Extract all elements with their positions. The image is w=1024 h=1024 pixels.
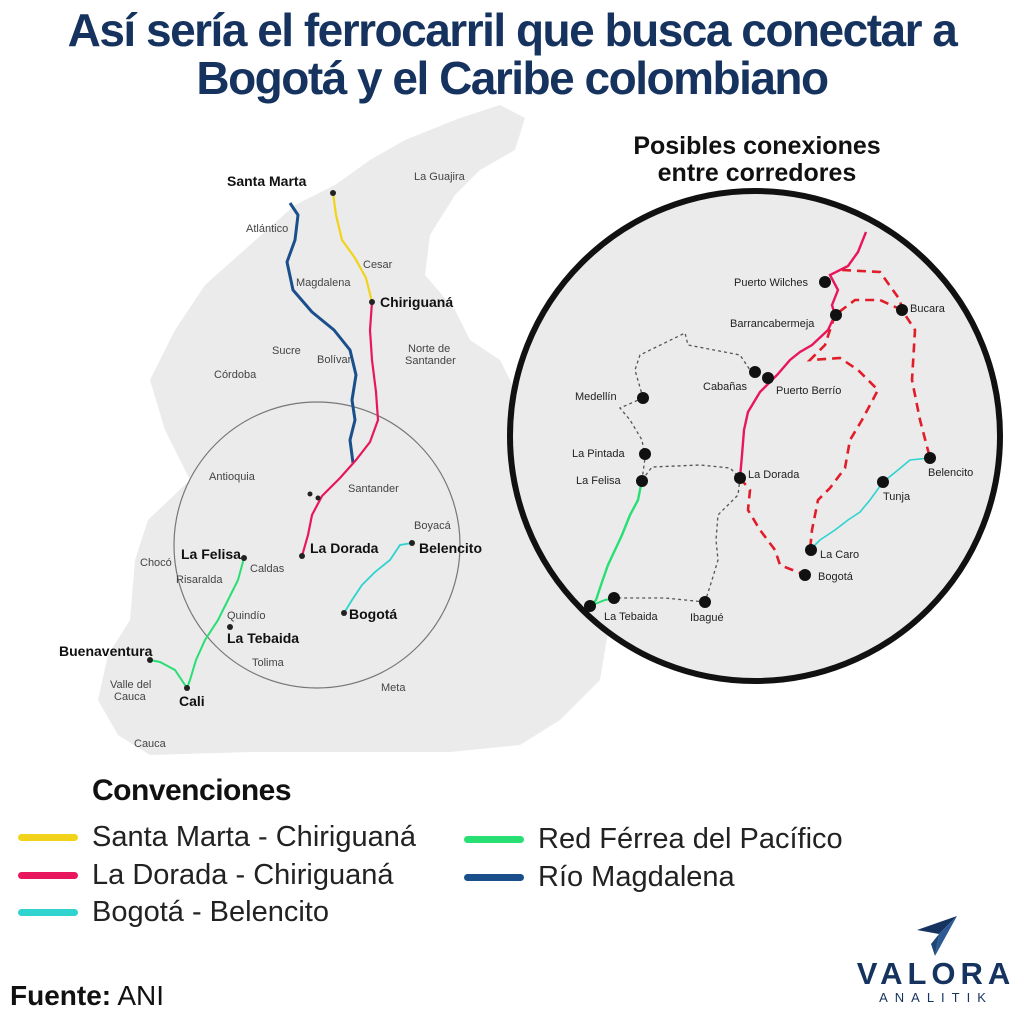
region-label: Valle del <box>110 679 151 691</box>
legend-item-rio-magdalena: Río Magdalena <box>464 861 735 894</box>
zoom-station-label: Tunja <box>883 491 911 503</box>
region-label: Quindío <box>227 610 266 622</box>
focus-circle <box>173 401 461 689</box>
page-title: Así sería el ferrocarril que busca conec… <box>0 6 1024 102</box>
region-label: Cauca <box>134 738 167 750</box>
source-note: Fuente: ANI <box>10 980 164 1012</box>
zoom-station-label: Ibagué <box>690 612 724 624</box>
rio-magdalena-route <box>285 202 358 464</box>
zoom-station-label: La Tebaida <box>604 611 659 623</box>
legend-item-la-dorada-chiriguana: La Dorada - Chiriguaná <box>18 859 393 892</box>
region-label: Santander <box>348 483 399 495</box>
zoom-station-label: Puerto Berrío <box>776 385 841 397</box>
legend-item-santa-marta-chiriguana: Santa Marta - Chiriguaná <box>18 821 416 854</box>
legend-swatch <box>18 872 78 879</box>
region-label: Risaralda <box>176 574 223 586</box>
region-label: Meta <box>381 682 406 694</box>
region-label: Magdalena <box>296 277 351 289</box>
legend-swatch <box>464 836 524 843</box>
region-label: Caldas <box>250 563 285 575</box>
region-label: Atlántico <box>246 223 288 235</box>
legend-label: Río Magdalena <box>538 861 735 893</box>
valora-logo-icon <box>917 916 957 956</box>
red-ferrea-pacifico-route <box>149 557 245 689</box>
city-label: La Felisa <box>181 546 241 562</box>
zoom-station-label: Bogotá <box>818 571 854 583</box>
city-label: La Tebaida <box>227 630 299 646</box>
source-label: Fuente: <box>10 980 112 1011</box>
zoom-station-label: La Caro <box>820 549 859 561</box>
zoom-station-label: La Felisa <box>576 475 622 487</box>
city-label: Bogotá <box>349 606 397 622</box>
zoom-red-ferrea <box>589 479 644 607</box>
region-label: Sucre <box>272 345 301 357</box>
city-label: Belencito <box>419 540 482 556</box>
title-line-1: Así sería el ferrocarril que busca conec… <box>67 4 958 56</box>
region-label: La Guajira <box>414 171 466 183</box>
region-label: Norte de <box>408 343 450 355</box>
legend-title: Convenciones <box>92 774 292 807</box>
zoom-la-dorada-chiriguana <box>738 231 868 479</box>
legend-label: Red Férrea del Pacífico <box>538 823 843 855</box>
zoom-station-dots <box>584 276 936 612</box>
la-dorada-chiriguana-route <box>300 301 380 557</box>
region-label: Tolima <box>252 657 285 669</box>
zoom-station-label: Cabañas <box>703 381 748 393</box>
logo-sub: ANALITIK <box>879 990 993 1005</box>
legend-item-red-ferrea-pacifico: Red Férrea del Pacífico <box>464 823 843 856</box>
zoom-inset-circle <box>507 188 1003 684</box>
region-label: Chocó <box>140 557 172 569</box>
zoom-station-label: Puerto Wilches <box>734 277 808 289</box>
zoom-title-2: entre corredores <box>658 159 857 187</box>
legend-item-bogota-belencito: Bogotá - Belencito <box>18 896 329 929</box>
city-label: La Dorada <box>310 540 379 556</box>
zoom-bogota-belencito <box>809 457 931 551</box>
city-label: Chiriguaná <box>380 294 453 310</box>
logo-word: VALORA <box>856 956 1016 991</box>
legend-swatch <box>464 874 524 881</box>
legend-label: La Dorada - Chiriguaná <box>92 859 394 891</box>
city-label: Buenaventura <box>59 643 153 659</box>
title-line-2: Bogotá y el Caribe colombiano <box>196 52 829 104</box>
city-dots <box>147 190 415 691</box>
zoom-station-label: Medellín <box>575 391 617 403</box>
source-value: ANI <box>117 980 165 1011</box>
zoom-station-label: Bucara <box>910 303 946 315</box>
zoom-station-label: Belencito <box>928 467 973 479</box>
zoom-station-label: Barrancabermeja <box>730 318 815 330</box>
region-label: Cesar <box>363 259 393 271</box>
legend-swatch <box>18 909 78 916</box>
santa-marta-chiriguana-route <box>331 192 374 303</box>
region-label: Santander <box>405 355 456 367</box>
region-label: Bolívar <box>317 354 352 366</box>
region-label: Cauca <box>114 691 147 703</box>
zoom-station-label: La Pintada <box>572 448 625 460</box>
legend-label: Santa Marta - Chiriguaná <box>92 821 416 853</box>
region-label: Córdoba <box>214 369 257 381</box>
bogota-belencito-route <box>343 542 413 614</box>
city-label: Santa Marta <box>227 173 307 189</box>
legend-label: Bogotá - Belencito <box>92 896 329 928</box>
zoom-title-1: Posibles conexiones <box>633 132 880 160</box>
region-label: Antioquia <box>209 471 256 483</box>
zoom-station-label: La Dorada <box>748 469 800 481</box>
possible-connections-route <box>739 268 932 577</box>
city-label: Cali <box>179 693 205 709</box>
region-label: Boyacá <box>414 520 452 532</box>
valora-logo: VALORA ANALITIK <box>856 912 1016 1006</box>
legend-swatch <box>18 834 78 841</box>
